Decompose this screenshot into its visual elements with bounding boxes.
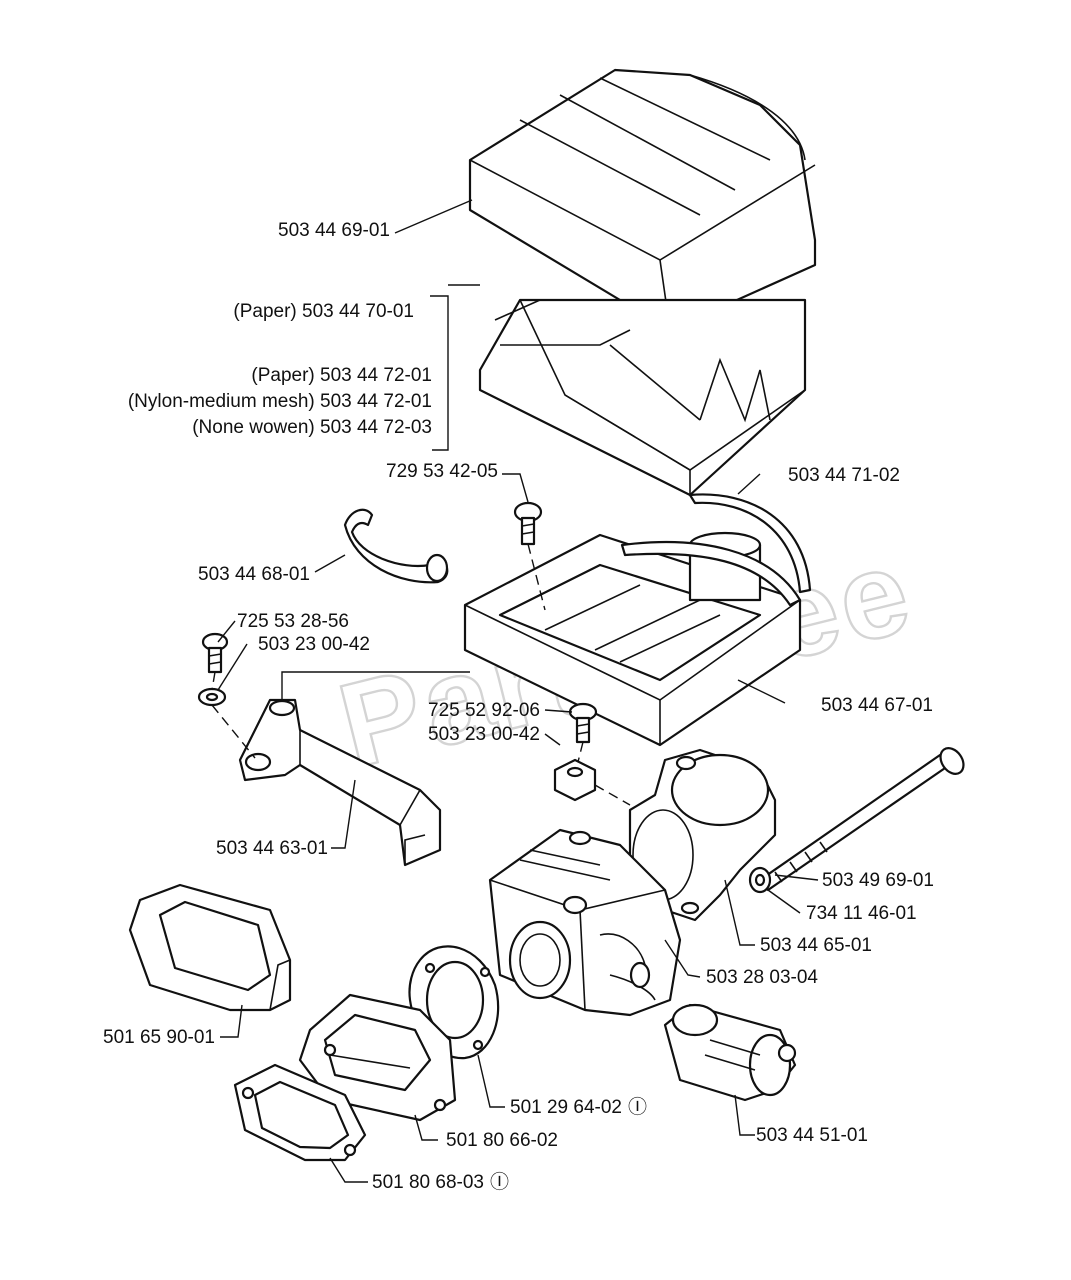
callout-filter-paper-2: (Paper) 503 44 72-01 xyxy=(251,365,432,386)
leader-lines xyxy=(211,199,819,1183)
callout-screw-mid: 725 52 92-06 xyxy=(428,700,540,721)
callout-washer-left: 503 23 00-42 xyxy=(258,634,370,655)
callout-intake-boot: 501 65 90-01 xyxy=(103,1027,215,1048)
air-filter-cover xyxy=(468,68,817,332)
filter-element xyxy=(478,298,807,497)
callout-seal-strip: 503 44 71-02 xyxy=(788,465,900,486)
callout-bolt-washer: 734 11 46-01 xyxy=(806,903,917,924)
washer-mid xyxy=(553,758,597,802)
intake-boot xyxy=(128,883,292,1012)
filter-base xyxy=(463,531,802,747)
callout-gasket-flat-number: 501 80 68-03 xyxy=(372,1172,484,1193)
callout-gasket-flat: 501 80 68-03 Ⓘ xyxy=(372,1171,509,1193)
callout-labels: 503 44 69-01 (Paper) 503 44 70-01 (Paper… xyxy=(103,220,934,1193)
callout-screw-left: 725 53 28-56 xyxy=(237,611,349,632)
callout-filter-base: 503 44 67-01 xyxy=(821,695,933,716)
callout-intake-adapter: 501 80 66-02 xyxy=(446,1130,558,1151)
long-bolt xyxy=(758,747,965,892)
callout-gasket-round-number: 501 29 64-02 xyxy=(510,1097,622,1118)
gasket-flat xyxy=(233,1063,367,1162)
callout-filter-none-woven: (None wowen) 503 44 72-03 xyxy=(192,417,432,438)
bracket xyxy=(238,698,442,867)
callout-gasket-round: 501 29 64-02 Ⓘ xyxy=(510,1096,647,1118)
intake-adapter xyxy=(298,993,457,1122)
callout-carburetor: 503 28 03-04 xyxy=(706,967,818,988)
callout-clip: 503 44 68-01 xyxy=(198,564,310,585)
callout-air-filter-cover: 503 44 69-01 xyxy=(278,220,390,241)
info-symbol: Ⓘ xyxy=(628,1096,647,1118)
screw-left xyxy=(201,632,229,674)
callout-filter-nylon: (Nylon-medium mesh) 503 44 72-01 xyxy=(128,391,432,412)
bolt-washer xyxy=(748,866,772,894)
callout-bracket: 503 44 63-01 xyxy=(216,838,328,859)
info-symbol: Ⓘ xyxy=(490,1171,509,1193)
callout-carb-housing: 503 44 65-01 xyxy=(760,935,872,956)
callout-filter-paper-1: (Paper) 503 44 70-01 xyxy=(233,301,414,322)
carb-housing xyxy=(628,748,777,922)
callout-long-bolt: 503 49 69-01 xyxy=(822,870,934,891)
choke-part xyxy=(663,1003,797,1102)
clip xyxy=(343,508,449,584)
carburetor xyxy=(488,828,682,1017)
screw-top xyxy=(513,501,543,546)
washer-left xyxy=(197,687,227,707)
seal-strip xyxy=(688,493,812,594)
callout-screw-top: 729 53 42-05 xyxy=(386,461,498,482)
callout-choke-part: 503 44 51-01 xyxy=(756,1125,868,1146)
callout-washer-mid: 503 23 00-42 xyxy=(428,724,540,745)
